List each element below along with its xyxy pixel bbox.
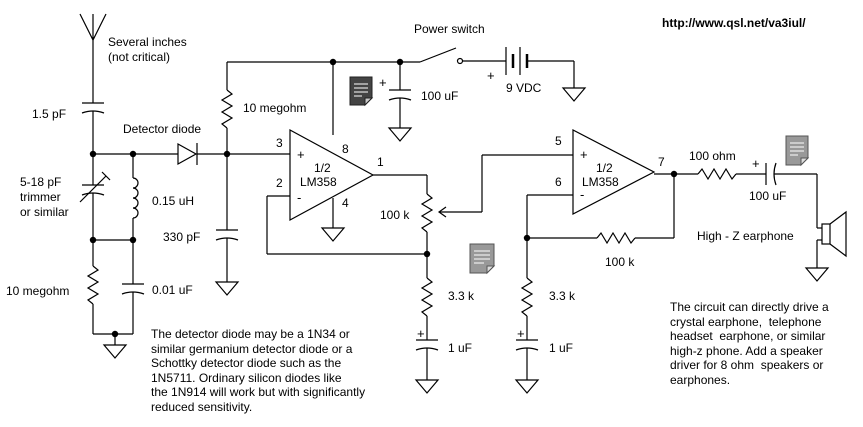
opamp-a-name: LM358 — [300, 175, 337, 189]
opamp-b-name: LM358 — [582, 175, 619, 189]
inductor-label: 0.15 uH — [152, 194, 194, 208]
r-fb-label: 100 k — [605, 255, 635, 269]
resistor-10-megohm-input — [220, 89, 234, 129]
inductor — [132, 177, 139, 219]
note-icon — [785, 135, 810, 167]
plus-sign: + — [379, 75, 387, 90]
r-33-b-label: 3.3 k — [549, 289, 576, 303]
source-url: http://www.qsl.net/va3iul/ — [662, 16, 806, 30]
opamp-b — [572, 129, 656, 215]
plus-sign: + — [752, 156, 760, 171]
ground-icon — [561, 87, 587, 102]
c-out-label: 100 uF — [749, 189, 786, 203]
trimmer-label-3: or similar — [20, 205, 69, 219]
opamp-b-plus-sign: + — [580, 147, 588, 162]
plus-sign: + — [417, 326, 425, 341]
antenna-icon — [79, 13, 107, 42]
ground-icon — [102, 344, 128, 359]
plus-sign: + — [517, 326, 525, 341]
cap-1-5pf-label: 1.5 pF — [32, 107, 66, 121]
c-1-a-label: 1 uF — [448, 341, 472, 355]
opamp-b-pin-minus: 6 — [555, 175, 562, 189]
battery-label: 9 VDC — [506, 81, 542, 95]
note-icon — [469, 243, 496, 275]
note-icon — [349, 76, 374, 107]
battery-icon — [505, 47, 529, 75]
resistor-3-3k-a — [420, 277, 434, 317]
trimmer-label-1: 5-18 pF — [20, 175, 61, 189]
resistor-10-megohm-bias — [86, 265, 100, 305]
r-input-label: 10 megohm — [243, 101, 306, 115]
opamp-a-pin-plus: 3 — [276, 136, 283, 150]
opamp-a-half: 1/2 — [314, 161, 331, 175]
opamp-b-minus-sign: - — [580, 187, 584, 202]
c-100-supply-label: 100 uF — [421, 89, 458, 103]
detector-diode-note: The detector diode may be a 1N34 or simi… — [151, 327, 366, 414]
opamp-a-pin-minus: 2 — [276, 176, 283, 190]
resistor-100-ohm — [697, 167, 737, 181]
opamp-a-plus-sign: + — [297, 147, 305, 162]
r-out-label: 100 ohm — [689, 149, 736, 163]
c-330-label: 330 pF — [163, 230, 200, 244]
earphone-icon — [821, 210, 847, 258]
antenna-label: Several inches — [108, 35, 187, 49]
detector-diode — [177, 142, 198, 166]
ground-icon — [414, 379, 440, 394]
c-001-label: 0.01 uF — [152, 283, 193, 297]
pot-label: 100 k — [380, 208, 410, 222]
opamp-b-pin-plus: 5 — [555, 134, 562, 148]
detector-diode-label: Detector diode — [123, 122, 201, 136]
battery-plus-sign: + — [487, 68, 495, 83]
opamp-a-pin-gnd: 4 — [342, 196, 349, 210]
ground-icon — [514, 379, 540, 394]
resistor-3-3k-b — [520, 277, 534, 317]
opamp-a — [289, 128, 375, 222]
r-33-a-label: 3.3 k — [448, 289, 475, 303]
ground-icon — [387, 127, 413, 142]
ground-icon — [320, 227, 346, 242]
r-bias-label: 10 megohm — [6, 284, 69, 298]
potentiometer-100k — [420, 193, 482, 233]
circuit-drive-note: The circuit can directly drive a crystal… — [670, 300, 829, 387]
power-switch-label: Power switch — [414, 22, 485, 36]
trimmer-capacitor — [79, 171, 111, 203]
opamp-b-pin-out: 7 — [658, 155, 665, 169]
resistor-100k-feedback — [596, 231, 636, 245]
opamp-a-minus-sign: - — [297, 190, 301, 205]
earphone-label: High - Z earphone — [697, 229, 794, 243]
power-switch — [419, 47, 464, 65]
antenna-note: (not critical) — [108, 50, 170, 64]
ground-icon — [804, 267, 830, 282]
opamp-a-pin-out: 1 — [377, 155, 384, 169]
ground-icon — [214, 281, 240, 296]
opamp-b-half: 1/2 — [596, 161, 613, 175]
opamp-a-pin-vcc: 8 — [342, 142, 349, 156]
c-1-b-label: 1 uF — [549, 341, 573, 355]
trimmer-label-2: trimmer — [20, 190, 61, 204]
